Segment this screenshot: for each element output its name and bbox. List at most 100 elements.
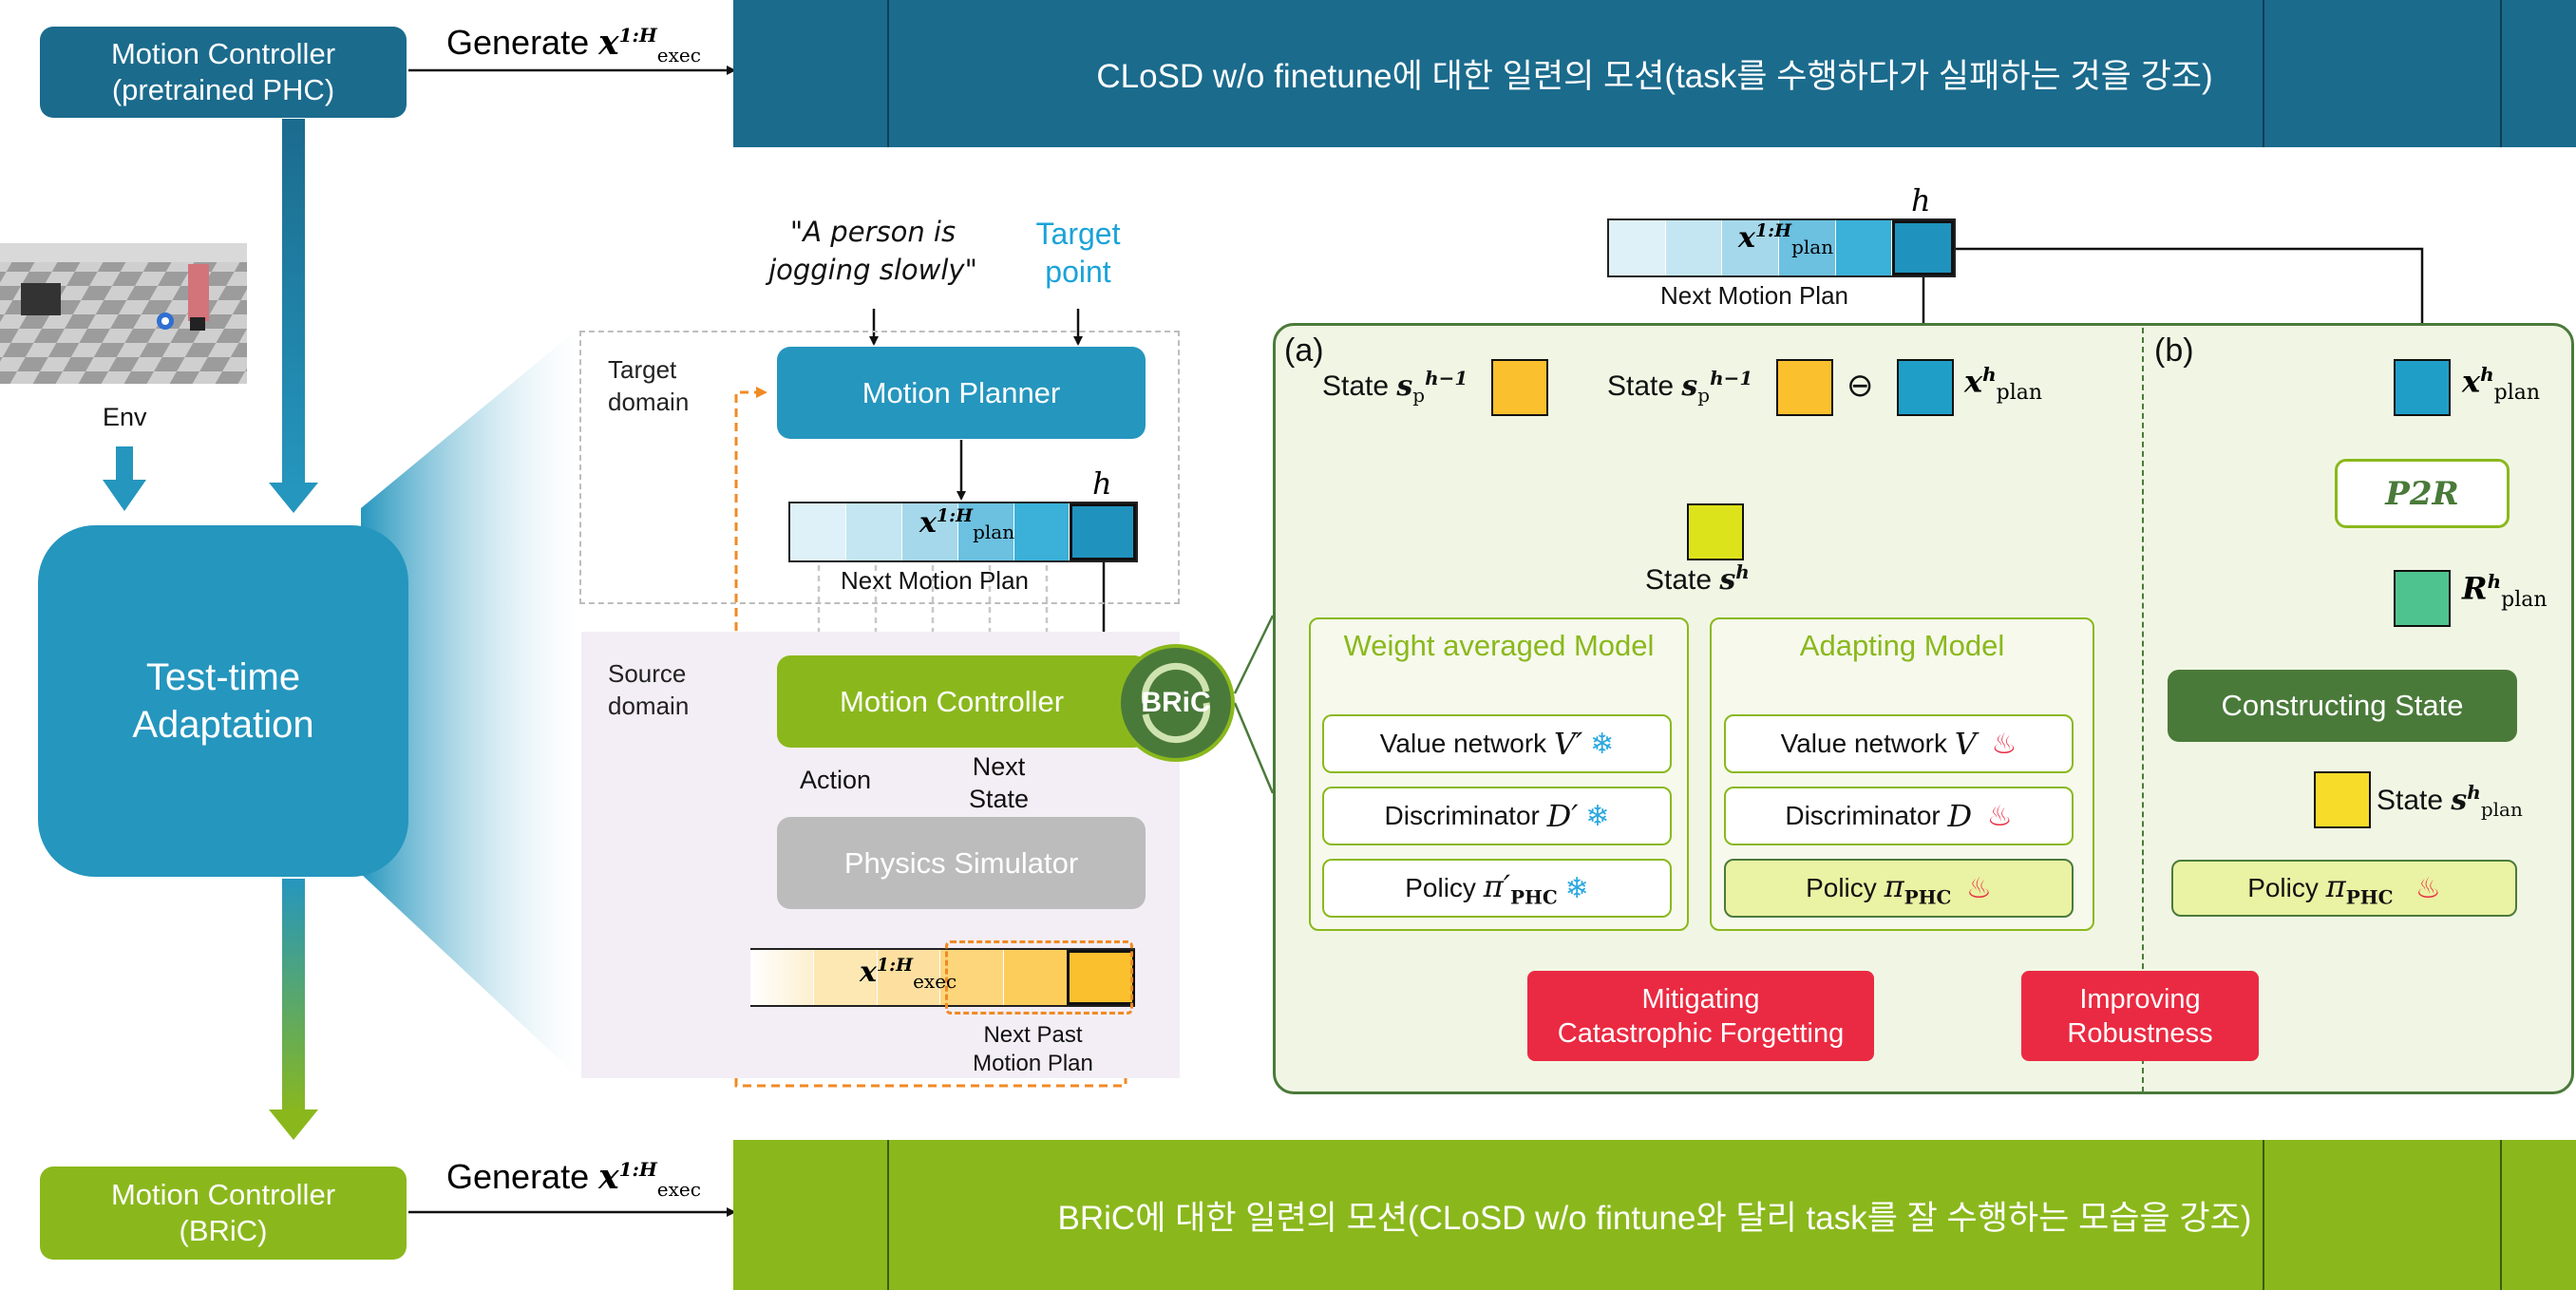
adapting-model-title: Adapting Model	[1799, 629, 2005, 662]
target-domain-line1: Target	[608, 355, 677, 384]
cycle-icon	[1141, 662, 1211, 744]
x-plan-symbol: x1:Hplan	[1738, 220, 1834, 258]
action-label: Action	[800, 766, 872, 794]
reward-square	[2394, 570, 2451, 627]
prompt-line2: jogging slowly"	[768, 254, 977, 286]
x-exec-symbol: x1:Hexec	[860, 955, 957, 993]
p2r-module: P2R	[2335, 459, 2510, 528]
h-symbol: h	[1092, 465, 1112, 502]
adapting-policy: Policy πPHC ♨	[1724, 859, 2074, 918]
plan-cell	[901, 503, 958, 560]
prompt-line1: "A person is	[789, 216, 957, 248]
state-plan-square	[2314, 771, 2371, 828]
next-past-line2: Motion Plan	[973, 1051, 1093, 1076]
target-line2: point	[1045, 255, 1111, 289]
target-line1: Target	[1035, 217, 1121, 251]
plan-cell	[1609, 220, 1666, 275]
state-word: State	[1322, 370, 1390, 402]
snowflake-icon: ❄	[1585, 800, 1610, 832]
next-state-line2: State	[969, 785, 1030, 813]
value-network-label: Value network	[1780, 729, 1947, 758]
physics-simulator-label: Physics Simulator	[843, 845, 1079, 880]
fire-icon: ♨	[1966, 872, 1992, 904]
tta-line1: Test-time	[145, 656, 301, 698]
next-state-line1: Next	[972, 752, 1026, 781]
bric-badge-label: BRiC	[1141, 687, 1211, 718]
target-domain-line2: domain	[608, 388, 690, 416]
minus-operator-icon: ⊖	[1847, 368, 1874, 404]
pi-symbol: πPHC	[1884, 867, 1952, 909]
pi-symbol: πPHC	[2325, 867, 2394, 909]
plan-cell-current	[1892, 220, 1955, 275]
exec-cell-current	[1067, 950, 1135, 1005]
text-prompt: "A person is jogging slowly"	[767, 213, 978, 289]
mitigating-forgetting-box: Mitigating Catastrophic Forgetting	[1527, 971, 1874, 1061]
banner-divider	[2263, 1140, 2264, 1290]
constructing-state: Constructing State	[2168, 670, 2517, 742]
plan-h-square-b	[2394, 359, 2451, 416]
test-time-adaptation: Test-time Adaptation	[38, 525, 408, 877]
fire-icon: ♨	[2415, 872, 2441, 904]
r-plan-h-symbol: Rhplan	[2462, 570, 2548, 613]
plan-strip-middle	[788, 502, 1138, 562]
discriminator-label: Discriminator	[1384, 801, 1540, 830]
target-domain-label: Target domain	[608, 353, 689, 418]
s-prev-symbol: sph−1	[1396, 367, 1468, 407]
controller-label-line1: Motion Controller	[110, 37, 336, 70]
source-domain-label: Source domain	[608, 657, 689, 722]
snowflake-icon: ❄	[1590, 728, 1615, 760]
plan-cell-current	[1070, 503, 1137, 560]
improving-line1: Improving	[2079, 983, 2201, 1015]
p2r-label: P2R	[2385, 474, 2459, 513]
exec-strip	[750, 948, 1135, 1007]
fire-icon: ♨	[1991, 728, 2017, 760]
generate-bottom: Generate x1:Hexec	[446, 1157, 701, 1201]
exec-cell	[876, 950, 940, 1005]
constructing-state-label: Constructing State	[2221, 689, 2464, 722]
plan-cell	[1779, 220, 1836, 275]
next-motion-plan-label: Next Motion Plan	[841, 566, 1029, 595]
source-domain-line1: Source	[608, 659, 687, 688]
next-past-motion-plan-label: Next Past Motion Plan	[969, 1021, 1097, 1078]
plan-strip-right	[1607, 218, 1956, 277]
exec-cell	[750, 950, 813, 1005]
motion-planner: Motion Planner	[777, 347, 1146, 439]
bottom-motion-banner: BRiC에 대한 일련의 모션(CLoSD w/o fintune와 달리 ta…	[733, 1140, 2576, 1290]
exec-cell	[1003, 950, 1068, 1005]
top-motion-banner: CLoSD w/o finetune에 대한 일련의 모션(task를 수행하다…	[733, 0, 2576, 147]
banner-inner-frame	[887, 0, 2502, 147]
target-point-label: Target point	[1016, 215, 1140, 291]
next-past-line1: Next Past	[983, 1022, 1083, 1048]
motion-controller: Motion Controller	[777, 655, 1147, 748]
env-scene-image	[0, 243, 247, 384]
snowflake-icon: ❄	[1564, 872, 1589, 904]
plan-cell	[1835, 220, 1893, 275]
v-symbol: V	[1954, 726, 1977, 762]
generate-label: Generate	[446, 23, 590, 62]
b-policy: Policy πPHC ♨	[2171, 860, 2517, 917]
plan-cell	[790, 503, 846, 560]
value-network-label: Value network	[1379, 729, 1547, 758]
state-word: State	[2377, 785, 2444, 816]
bric-motion-controller: Motion Controller (BRiC)	[40, 1167, 407, 1260]
x-plan-h-symbol: xhplan	[2462, 363, 2541, 406]
x-exec-symbol: x1:Hexec	[598, 23, 701, 67]
state-word: State	[1645, 564, 1713, 596]
banner-text: BRiC에 대한 일련의 모션(CLoSD w/o fintune와 달리 ta…	[1057, 1199, 2252, 1237]
motion-controller-label: Motion Controller	[840, 684, 1065, 718]
policy-label: Policy	[1806, 873, 1877, 902]
fire-icon: ♨	[1986, 800, 2013, 832]
panel-divider	[2142, 328, 2144, 1092]
tta-line2: Adaptation	[132, 704, 314, 746]
state-plan-label: State shplan	[2377, 781, 2523, 821]
env-thumbnail	[0, 243, 247, 384]
generate-top: Generate x1:Hexec	[446, 23, 701, 66]
next-motion-plan-label: Next Motion Plan	[1660, 281, 1848, 310]
pretrained-motion-controller: Motion Controller (pretrained PHC)	[40, 27, 407, 118]
x-plan-symbol: x1:Hplan	[919, 505, 1015, 543]
controller-label-line2: (pretrained PHC)	[111, 73, 335, 106]
frozen-policy: Policy π′PHC ❄	[1322, 859, 1672, 918]
next-state-label: Next State	[969, 750, 1029, 815]
adapting-discriminator: Discriminator D ♨	[1724, 787, 2074, 845]
mitigating-line2: Catastrophic Forgetting	[1557, 1017, 1845, 1049]
